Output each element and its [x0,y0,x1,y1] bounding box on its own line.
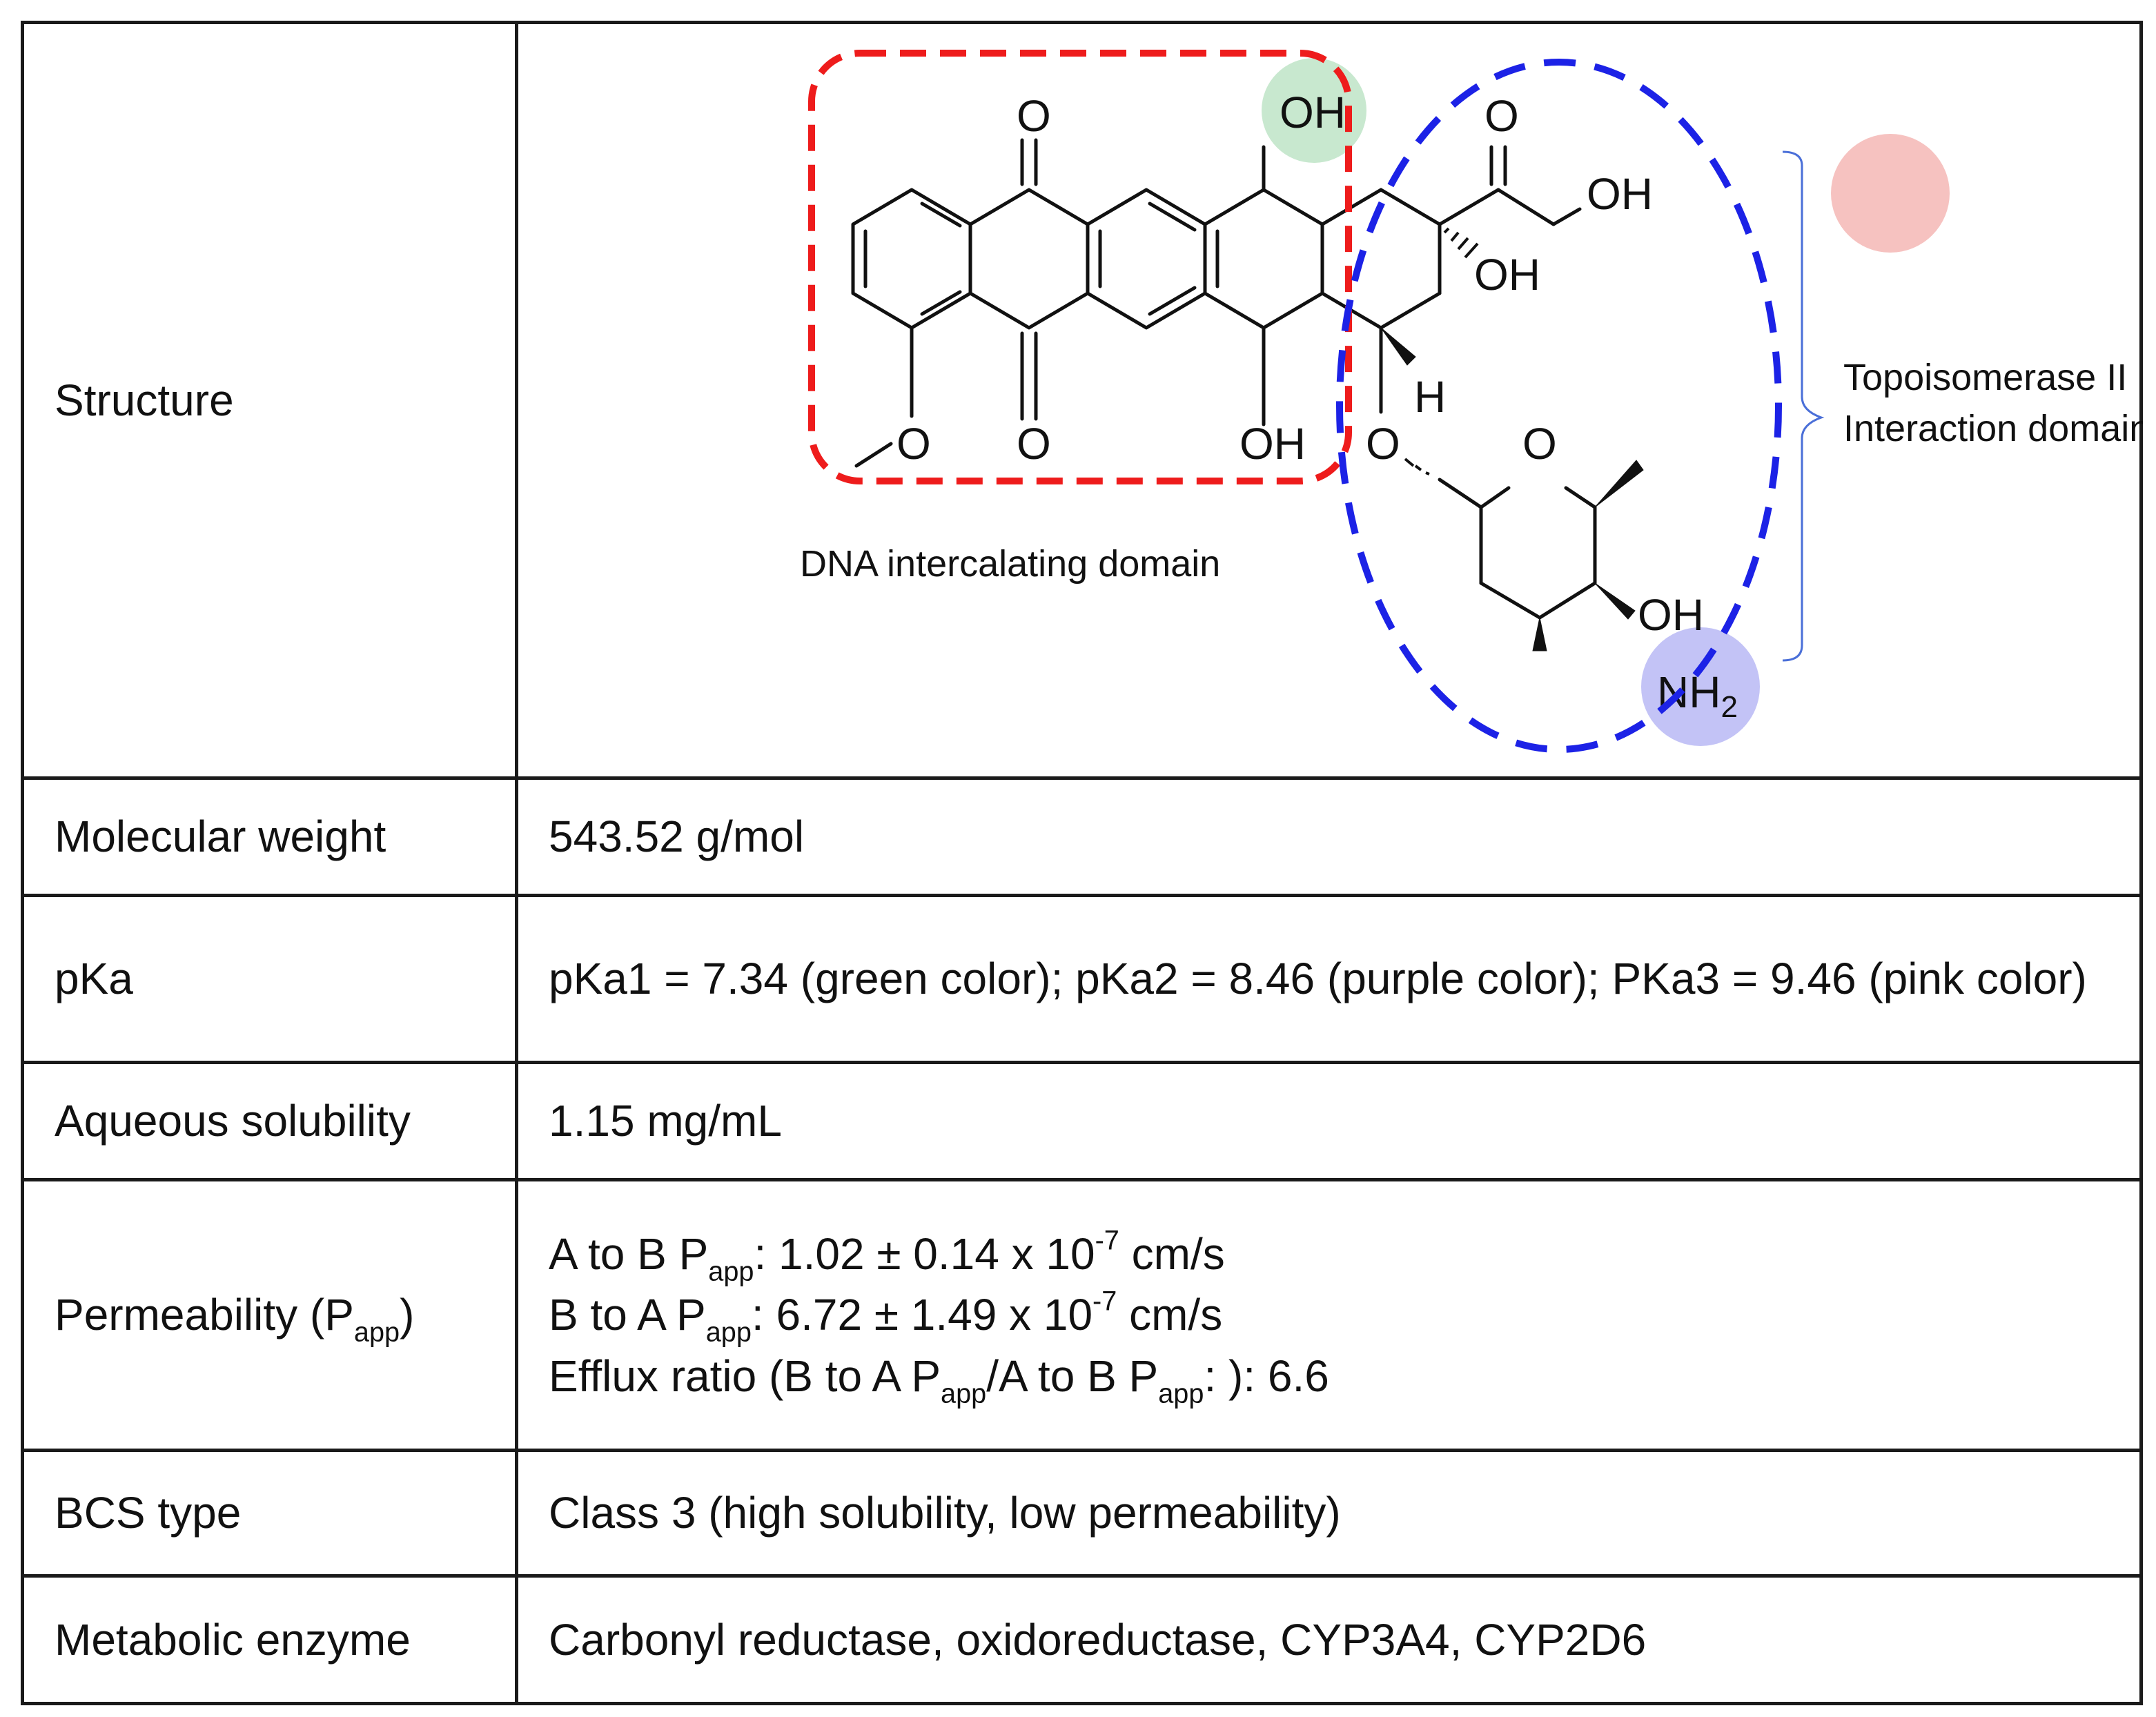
atom-o-glyco: O [1366,419,1400,469]
solubility-value: 1.15 mg/mL [515,1061,2143,1181]
atom-labels: O O OH O OH OH H O OH O O OH NH2 [896,88,1738,724]
permeability-a-to-b: A to B Papp: 1.02 ± 0.14 x 10-7 cm/s [549,1225,1225,1287]
bcs-value: Class 3 (high solubility, low permeabili… [515,1449,2143,1578]
doxorubicin-structure-diagram: O O OH O OH OH H O OH O O OH NH2 [800,50,2143,753]
bcs-label: BCS type [21,1449,518,1578]
table-row: Molecular weight 543.52 g/mol [21,776,2143,897]
solubility-label: Aqueous solubility [21,1061,518,1181]
atom-o-ring: O [1522,419,1557,469]
highlight-pink-oh [1831,134,1950,253]
dna-domain-label: DNA intercalating domain [800,543,1220,585]
atom-o-bottom: O [1017,419,1051,469]
atom-h: H [1414,372,1446,422]
atom-o-top: O [1017,91,1051,141]
topo-domain-label-line2: Interaction domain [1843,408,2143,449]
structure-cell: O O OH O OH OH H O OH O O OH NH2 [515,21,2143,780]
table-row: pKa pKa1 = 7.34 (green color); pKa2 = 8.… [21,894,2143,1064]
atom-oh-lower: OH [1239,419,1306,469]
pka-value: pKa1 = 7.34 (green color); pKa2 = 8.46 (… [515,894,2143,1064]
molecular-weight-label: Molecular weight [21,776,518,897]
permeability-label: Permeability (Papp) [21,1178,518,1452]
permeability-b-to-a: B to A Papp: 6.72 ± 1.49 x 10-7 cm/s [549,1286,1223,1348]
atom-o-ketone: O [1484,91,1519,141]
molecular-weight-value: 543.52 g/mol [515,776,2143,897]
properties-table: Structure [21,21,2143,1705]
highlight-purple-nh2 [1641,627,1760,746]
topo-domain-label-line1: Topoisomerase II [1843,357,2127,398]
stereo-bonds [1380,227,1644,651]
topo-bracket [1782,150,1825,662]
enzyme-label: Metabolic enzyme [21,1574,518,1705]
table-row: Metabolic enzyme Carbonyl reductase, oxi… [21,1574,2143,1705]
dna-domain-box [808,50,1352,484]
table-row: Aqueous solubility 1.15 mg/mL [21,1061,2143,1181]
pka-label: pKa [21,894,518,1064]
permeability-value: A to B Papp: 1.02 ± 0.14 x 10-7 cm/s B t… [515,1178,2143,1452]
efflux-ratio: Efflux ratio (B to A Papp/A to B Papp: )… [549,1351,1329,1409]
atom-oh-quat: OH [1474,250,1540,300]
highlight-green-oh [1262,58,1366,163]
atom-o-methoxy: O [896,419,931,469]
atom-oh-pink: OH [1587,169,1653,219]
atom-oh-green: OH [1280,88,1346,137]
structure-label: Structure [21,21,518,780]
table-row: Structure [21,21,2143,780]
atom-oh-sugar: OH [1638,590,1704,640]
topo-domain-ellipse [1336,59,1782,753]
table-row: BCS type Class 3 (high solubility, low p… [21,1449,2143,1578]
table-row: Permeability (Papp) A to B Papp: 1.02 ± … [21,1178,2143,1452]
enzyme-value: Carbonyl reductase, oxidoreductase, CYP3… [515,1574,2143,1705]
